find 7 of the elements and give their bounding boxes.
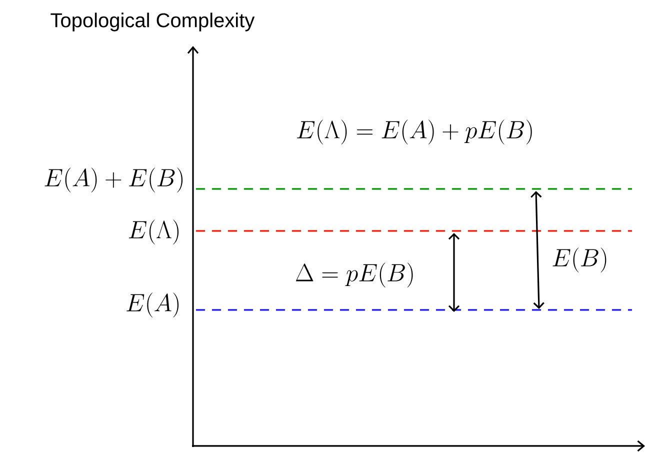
level-label: $\Delta = pE(B)$ — [296, 262, 413, 288]
level-label: $E(A)$ — [126, 292, 179, 318]
axis-title: Topological Complexity — [50, 12, 255, 32]
level-label: $E(\Lambda)=E(A)+pE(B)$ — [297, 120, 532, 144]
level-label: $E(A)+E(B)$ — [44, 168, 183, 192]
level-label: $E(B)$ — [552, 248, 606, 272]
level-label: $E(\Lambda)$ — [128, 220, 179, 244]
